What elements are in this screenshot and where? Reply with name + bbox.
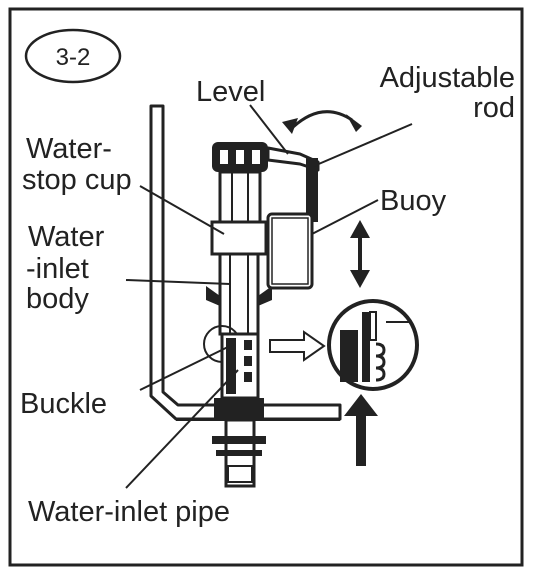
lock-nut (214, 398, 264, 420)
rotate-arrow-icon (290, 110, 353, 130)
leader-level (249, 104, 289, 155)
water-stop-cup (210, 220, 268, 256)
label-inlet-pipe: Water-inlet pipe (28, 496, 230, 528)
buoy (266, 212, 314, 290)
step-badge (24, 28, 122, 84)
label-level: Level (196, 76, 265, 108)
label-buoy: Buoy (380, 185, 447, 217)
label-inlet-body-1: Water (28, 221, 105, 253)
leader-waterstop (139, 185, 225, 235)
label-rod: rod (473, 92, 515, 124)
leader-inlet-body (125, 279, 231, 285)
label-waterstop-1: Water- (26, 133, 112, 165)
leader-adjustable (313, 123, 413, 167)
upper-stem (218, 170, 262, 224)
leader-buoy (311, 199, 379, 235)
leader-inlet-pipe (125, 369, 239, 489)
magnify-arrow-icon (269, 330, 326, 362)
leader-buckle (139, 343, 235, 391)
label-adjustable: Adjustable (380, 62, 515, 94)
detail-buckle (340, 311, 410, 382)
label-inlet-body-3: body (26, 283, 89, 315)
adjustable-rod (306, 158, 318, 222)
label-waterstop-2: stop cup (22, 164, 132, 196)
water-inlet-body (218, 252, 260, 336)
label-buckle: Buckle (20, 388, 107, 420)
step-badge-text: 3-2 (56, 44, 91, 71)
pressure-arrow-icon (356, 414, 366, 466)
overflow-tube (149, 104, 342, 421)
label-inlet-body-2: -inlet (26, 253, 89, 285)
diagram-frame (8, 7, 524, 567)
